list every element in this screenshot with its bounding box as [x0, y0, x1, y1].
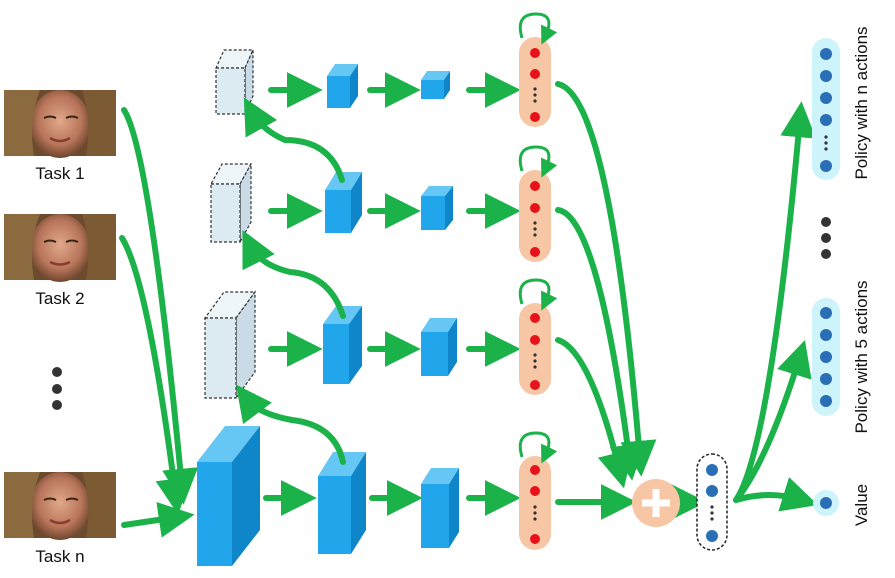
policy-n-label: Policy with n actions	[852, 26, 871, 179]
conv2-cube-row1	[327, 64, 358, 108]
lstm-row4	[518, 431, 558, 550]
value-label: Value	[852, 484, 871, 526]
conv1-cube	[197, 426, 260, 566]
sum-node	[632, 479, 680, 527]
task-1-image	[4, 90, 116, 158]
task-1-label: Task 1	[35, 164, 84, 183]
heads-ellipsis	[821, 217, 831, 259]
lstm-row3	[518, 278, 558, 395]
lstm-row1	[518, 12, 558, 127]
tasks-ellipsis	[52, 367, 62, 410]
lstm-row2	[518, 145, 558, 262]
output-arrows	[733, 101, 819, 512]
ghost-cube-row3	[203, 290, 257, 400]
conv3-cube-row4	[421, 468, 459, 548]
task-2-label: Task 2	[35, 289, 84, 308]
policy-n-head	[812, 38, 840, 180]
conv2-cube-row4	[318, 452, 366, 554]
layer-arrows	[263, 72, 707, 520]
conv3-cube-row3	[421, 318, 457, 376]
value-head	[813, 490, 839, 516]
task-2-image	[4, 214, 116, 282]
policy-5-head	[812, 298, 840, 416]
task-n-image	[4, 472, 116, 540]
task-n-label: Task n	[35, 547, 84, 566]
conv3-cube-row2	[421, 186, 453, 230]
policy-5-label: Policy with 5 actions	[852, 280, 871, 433]
ghost-cube-row1	[215, 49, 254, 115]
input-arrows	[119, 107, 199, 538]
feature-vector	[696, 453, 728, 551]
ghost-cube-row2	[209, 163, 253, 243]
conv3-cube-row1	[421, 71, 450, 99]
lateral-arrows	[235, 97, 346, 465]
merge-arrows	[555, 81, 657, 489]
